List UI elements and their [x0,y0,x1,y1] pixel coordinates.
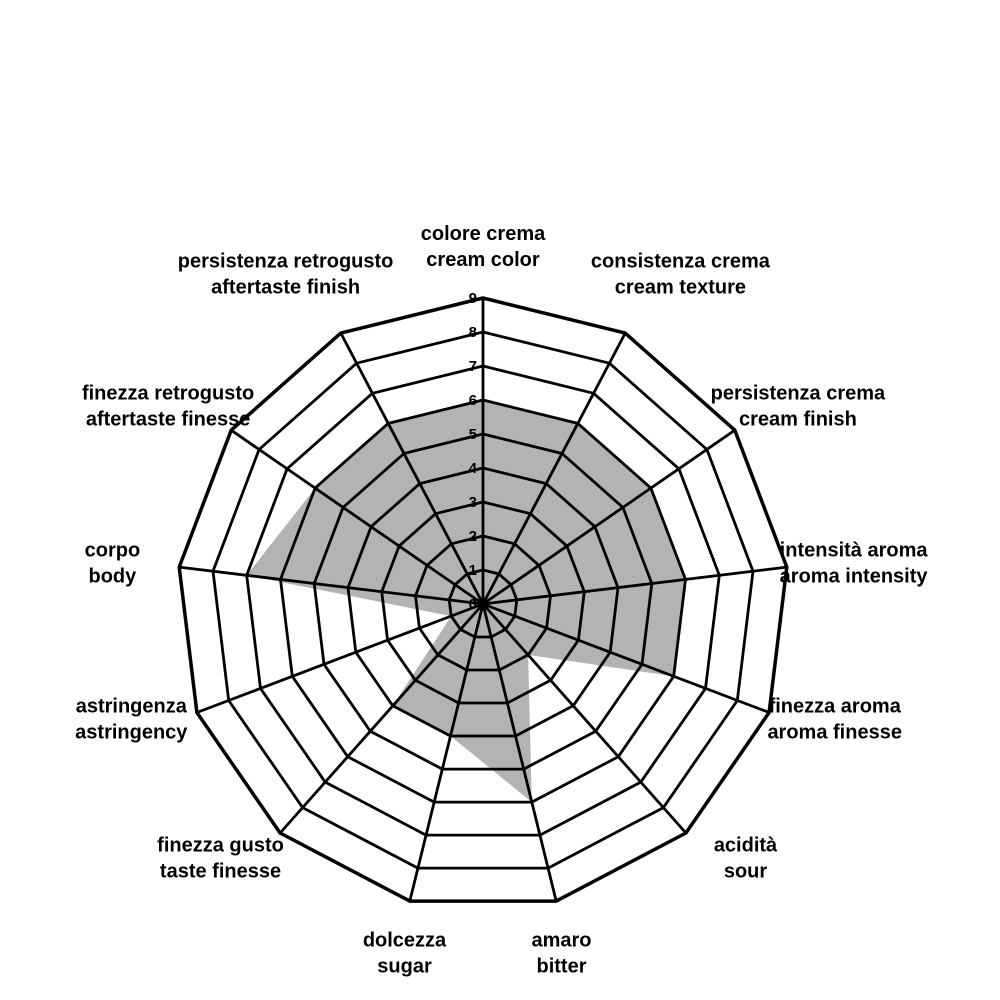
category-label-line: colore crema [421,223,546,245]
category-label: acidità sour [714,835,778,883]
category-label-line: intensità aroma [780,540,929,562]
tick-label: 7 [469,358,477,375]
tick-label: 2 [469,528,477,545]
category-label-line: finezza gusto [157,835,284,857]
category-label-line: astringency [75,721,188,743]
category-label-line: aftertaste finesse [86,409,251,431]
tick-label: 3 [469,494,477,511]
category-label-line: finezza aroma [769,695,902,717]
category-label: amaro bitter [531,930,591,978]
category-label: colore crema cream color [421,223,546,271]
grid-ring [279,398,687,804]
grid-ring [346,466,620,738]
axis-spoke [481,603,687,834]
category-label-line: body [89,566,138,588]
grid-ring [380,500,586,705]
grid-ring [245,364,721,837]
tick-label: 5 [469,426,477,443]
category-label: persistenza crema cream finish [711,383,886,431]
tick-label: 8 [469,324,477,341]
category-label-line: taste finesse [160,861,281,883]
category-label-line: acidità [714,835,778,857]
category-label-line: amaro [531,930,591,952]
category-label-line: cream color [426,249,540,271]
axis-spoke [230,429,484,606]
category-label: consistenza crema cream texture [591,251,771,299]
label-layer: colore crema cream color consistenza crema… [75,223,928,978]
tick-layer: 0 1 2 3 4 5 6 7 8 9 [469,290,478,613]
category-label-line: finezza retrogusto [82,383,254,405]
category-label: finezza retrogusto aftertaste finesse [82,383,254,431]
category-label-line: aroma finesse [767,721,902,743]
category-label-line: bitter [537,956,587,978]
category-label-line: astringenza [76,695,188,717]
axis-spoke [279,603,485,834]
tick-label: 0 [469,596,477,613]
tick-label: 4 [469,460,478,477]
axis-spoke [408,603,485,902]
category-label: astringenza astringency [75,695,188,743]
category-label-line: persistenza crema [711,383,886,405]
category-label: finezza gusto taste finesse [157,835,284,883]
axis-spoke [481,332,627,605]
category-label-line: corpo [85,540,141,562]
category-label: intensità aroma aroma intensity [780,540,929,588]
category-label: corpo body [85,540,141,588]
grid-ring [414,534,552,672]
category-label: dolcezza sugar [363,930,447,978]
category-label-line: aroma intensity [780,566,929,588]
category-label-line: persistenza retrogusto [178,251,394,273]
category-label-line: cream finish [739,409,857,431]
category-label-line: consistenza crema [591,251,771,273]
axis-spoke [179,565,484,606]
grid-ring [177,296,789,903]
grid-ring [312,432,654,771]
axis-spoke [482,429,736,606]
category-label-line: sour [724,861,768,883]
tick-label: 6 [469,392,477,409]
tick-label: 9 [469,290,477,307]
axis-spoke [482,565,787,606]
category-label-line: cream texture [615,277,746,299]
grid-ring [447,568,519,639]
category-label-line: aftertaste finish [211,277,360,299]
axis-spoke [339,332,485,605]
category-label-line: dolcezza [363,930,447,952]
grid-layer [177,296,789,903]
axis-spoke [196,602,484,714]
grid-ring [211,330,755,870]
category-label: finezza aroma aroma finesse [767,695,902,743]
tick-label: 1 [469,562,477,579]
category-label: persistenza retrogusto aftertaste finish [178,251,394,299]
category-label-line: sugar [377,956,432,978]
axis-spoke [482,602,770,714]
axis-spoke [481,603,558,902]
